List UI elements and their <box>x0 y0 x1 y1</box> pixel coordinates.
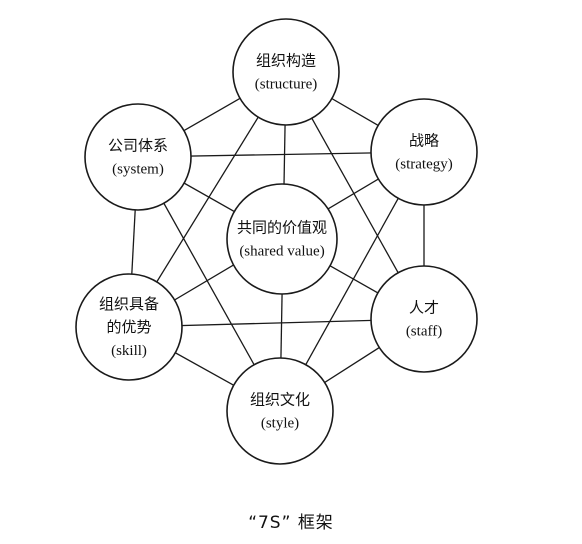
node-label: 的优势 <box>106 318 151 336</box>
diagram-caption: “7S” 框架 <box>248 513 334 533</box>
node-style: 组织文化 (style) <box>226 357 334 465</box>
node-circle <box>226 183 338 295</box>
node-label: 公司体系 <box>108 137 168 155</box>
node-system: 公司体系 (system) <box>84 103 192 211</box>
node-label: (staff) <box>406 324 442 340</box>
node-label: 人才 <box>409 299 439 317</box>
node-label: 组织文化 <box>250 391 310 409</box>
node-label: (shared value) <box>239 244 324 260</box>
node-circle <box>370 265 478 373</box>
node-circle <box>232 18 340 126</box>
node-label: (style) <box>261 416 299 432</box>
node-circle <box>75 273 183 381</box>
node-staff: 人才 (staff) <box>370 265 478 373</box>
framework-nodes: 组织构造 (structure) 战略 (strategy) 人才 (staff) 组织文化… <box>75 18 478 465</box>
node-label: 组织具备 <box>99 295 159 313</box>
node-label: 共同的价值观 <box>237 219 327 237</box>
node-strategy: 战略 (strategy) <box>370 98 478 206</box>
node-label: (system) <box>112 162 164 178</box>
node-label: 战略 <box>409 132 439 150</box>
node-circle <box>84 103 192 211</box>
node-circle <box>226 357 334 465</box>
node-structure: 组织构造 (structure) <box>232 18 340 126</box>
node-shared-value: 共同的价值观 (shared value) <box>226 183 338 295</box>
node-label: (structure) <box>255 77 317 93</box>
node-circle <box>370 98 478 206</box>
node-label: 组织构造 <box>256 52 316 70</box>
node-label: (skill) <box>111 343 147 359</box>
node-label: (strategy) <box>395 157 452 173</box>
